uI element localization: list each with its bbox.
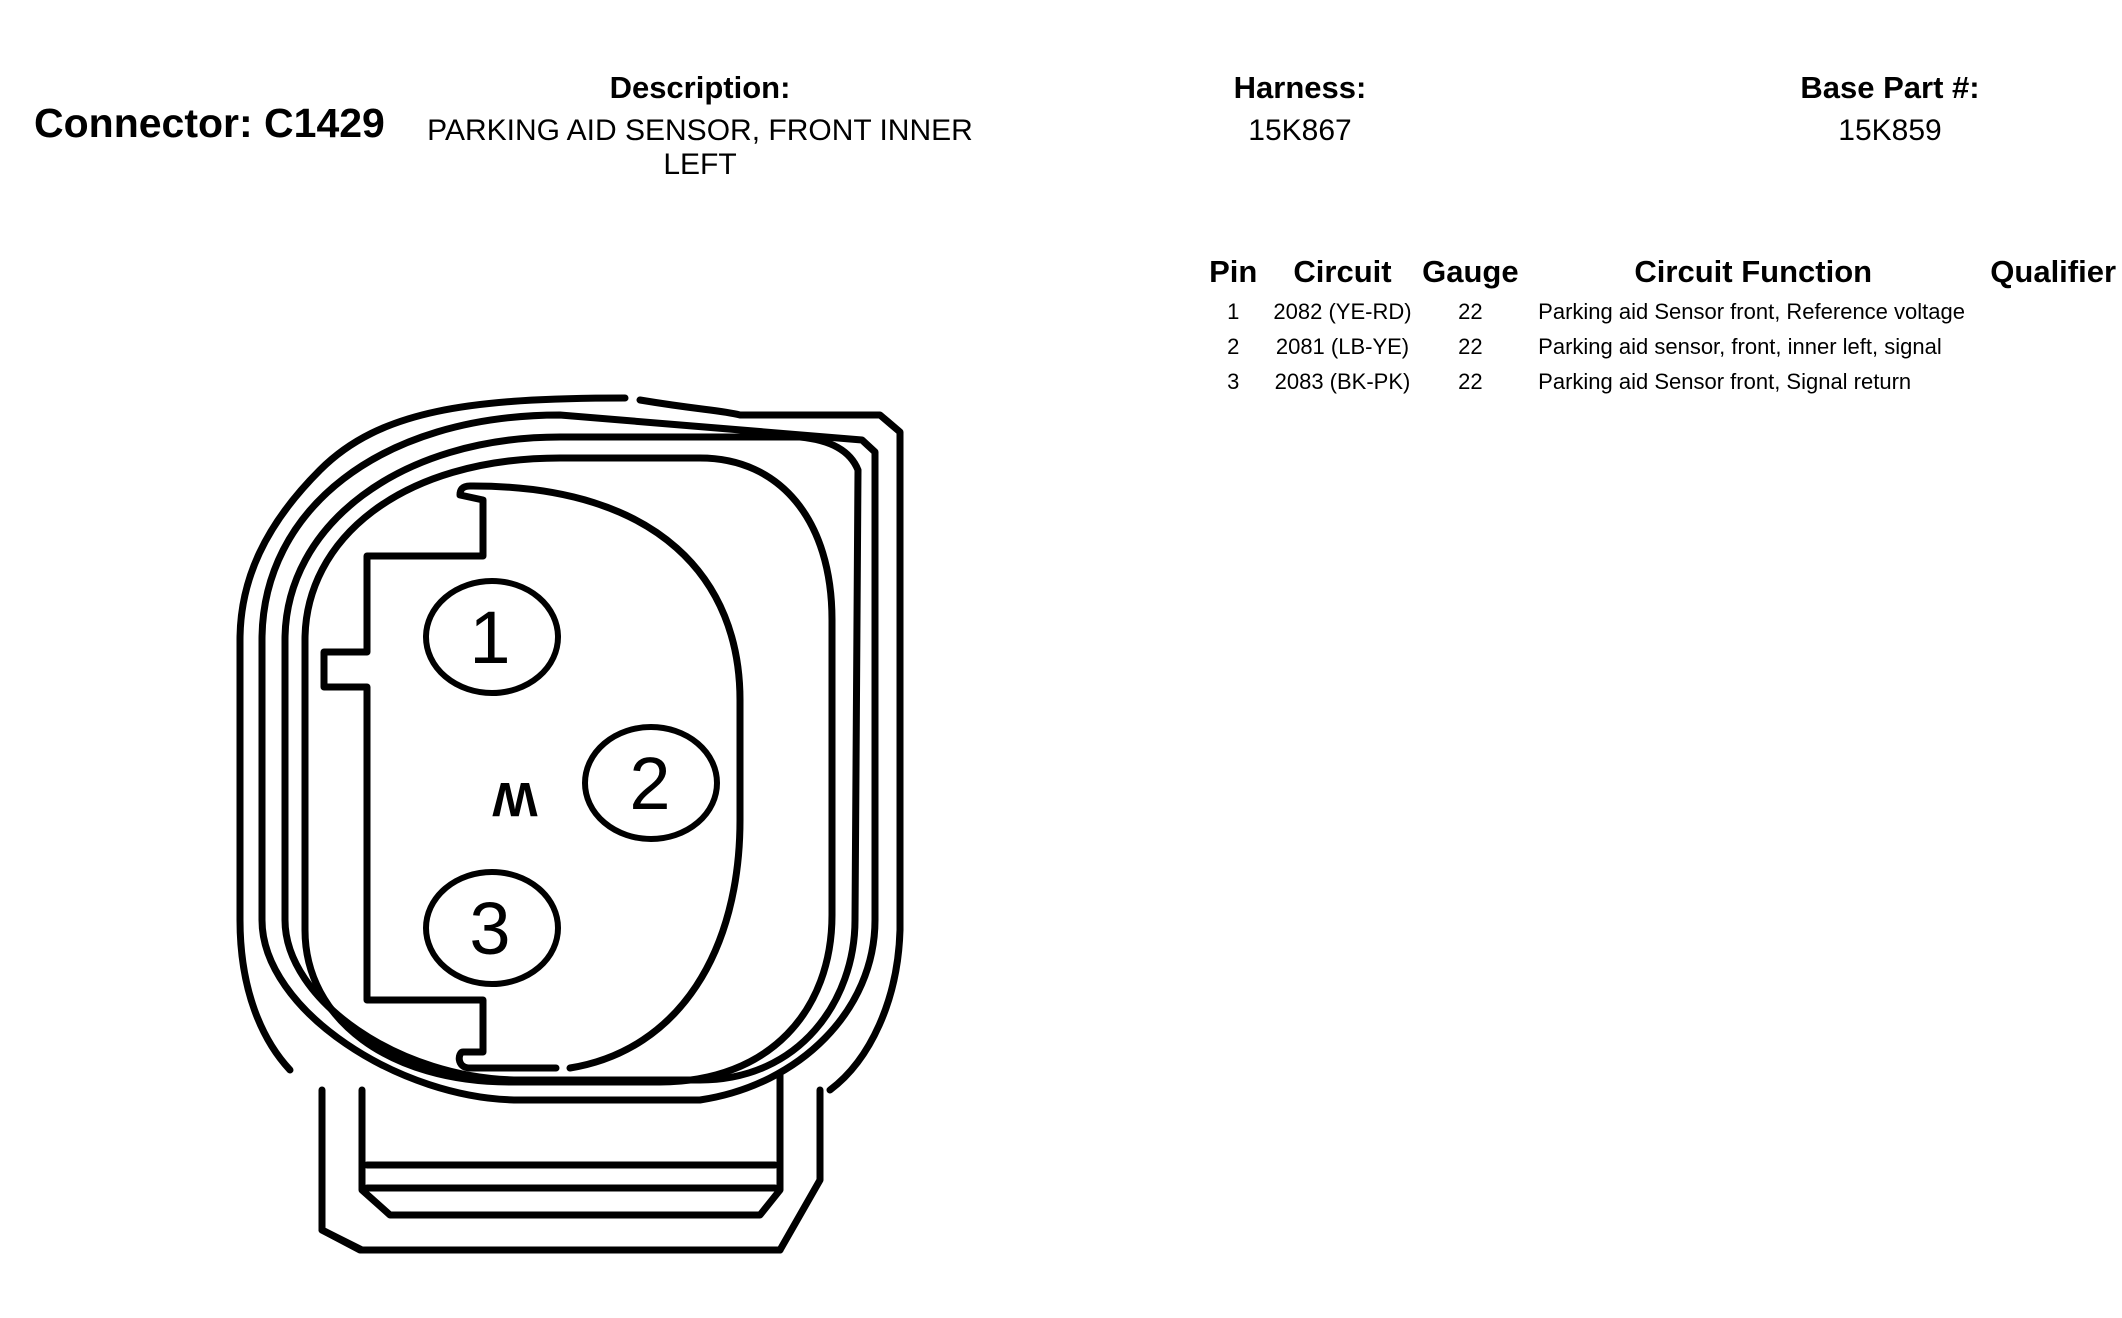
header-pin: Pin <box>1209 254 1258 289</box>
pin-3-ring <box>423 869 561 987</box>
pin-1-label: 1 <box>469 596 510 679</box>
header-circuit: Circuit <box>1293 254 1392 289</box>
base-part-value: 15K859 <box>1838 114 1942 147</box>
connector-title: Connector: C1429 <box>34 100 385 146</box>
harness-label: Harness: <box>1233 70 1367 105</box>
table-row: 3 2083 (BK-PK) 22 Parking aid Sensor fro… <box>1200 364 2122 399</box>
outer-shell <box>236 394 629 1074</box>
shell-ring-3 <box>281 433 862 1084</box>
base-part-label: Base Part #: <box>1800 70 1980 105</box>
outer-shell-right <box>636 396 904 1094</box>
function-cell: Parking aid Sensor front, Signal return <box>1538 368 1912 394</box>
table-row: 2 2081 (LB-YE) 22 Parking aid sensor, fr… <box>1200 329 2122 364</box>
pin-2-ring <box>582 724 720 842</box>
key-mark: W <box>492 772 538 825</box>
description-value: PARKING AID SENSOR, FRONT INNER LEFT <box>427 114 973 181</box>
latch-right-post <box>776 1086 824 1254</box>
pin-cavity <box>320 482 560 1072</box>
function-cell: Parking aid sensor, front, inner left, s… <box>1538 333 1942 359</box>
harness-value: 15K867 <box>1248 114 1352 147</box>
header-qualifier: Qualifier <box>1990 254 2117 289</box>
circuit-cell: 2083 (BK-PK) <box>1274 368 1411 394</box>
header-gauge: Gauge <box>1422 254 1519 289</box>
circuit-cell: 2081 (LB-YE) <box>1275 333 1410 359</box>
pin-2-label: 2 <box>629 742 670 825</box>
housing-ring <box>301 454 836 1086</box>
pin-1-ring <box>423 578 561 696</box>
function-cell: Parking aid Sensor front, Reference volt… <box>1538 298 1965 324</box>
pin-cell: 3 <box>1227 368 1240 394</box>
circuit-cell: 2082 (YE-RD) <box>1273 298 1412 324</box>
gauge-cell: 22 <box>1458 368 1483 394</box>
latch-outer-bottom <box>318 1226 784 1254</box>
description-label: Description: <box>609 70 791 105</box>
pin-cell: 2 <box>1227 333 1240 359</box>
pin-table: Pin Circuit Gauge Circuit Function Quali… <box>1200 250 2122 399</box>
header-circuit-function: Circuit Function <box>1634 254 1873 289</box>
shell-ring-2 <box>258 411 879 1104</box>
latch-left-post <box>318 1086 366 1254</box>
pin-table-header-row: Pin Circuit Gauge Circuit Function Quali… <box>1200 250 2122 294</box>
pin-3-label: 3 <box>469 887 510 970</box>
pin-cell: 1 <box>1227 298 1240 324</box>
latch-inner-left <box>358 1071 784 1219</box>
pin-cavity-arc <box>469 482 744 1072</box>
table-row: 1 2082 (YE-RD) 22 Parking aid Sensor fro… <box>1200 294 2122 329</box>
gauge-cell: 22 <box>1458 333 1483 359</box>
gauge-cell: 22 <box>1458 298 1483 324</box>
